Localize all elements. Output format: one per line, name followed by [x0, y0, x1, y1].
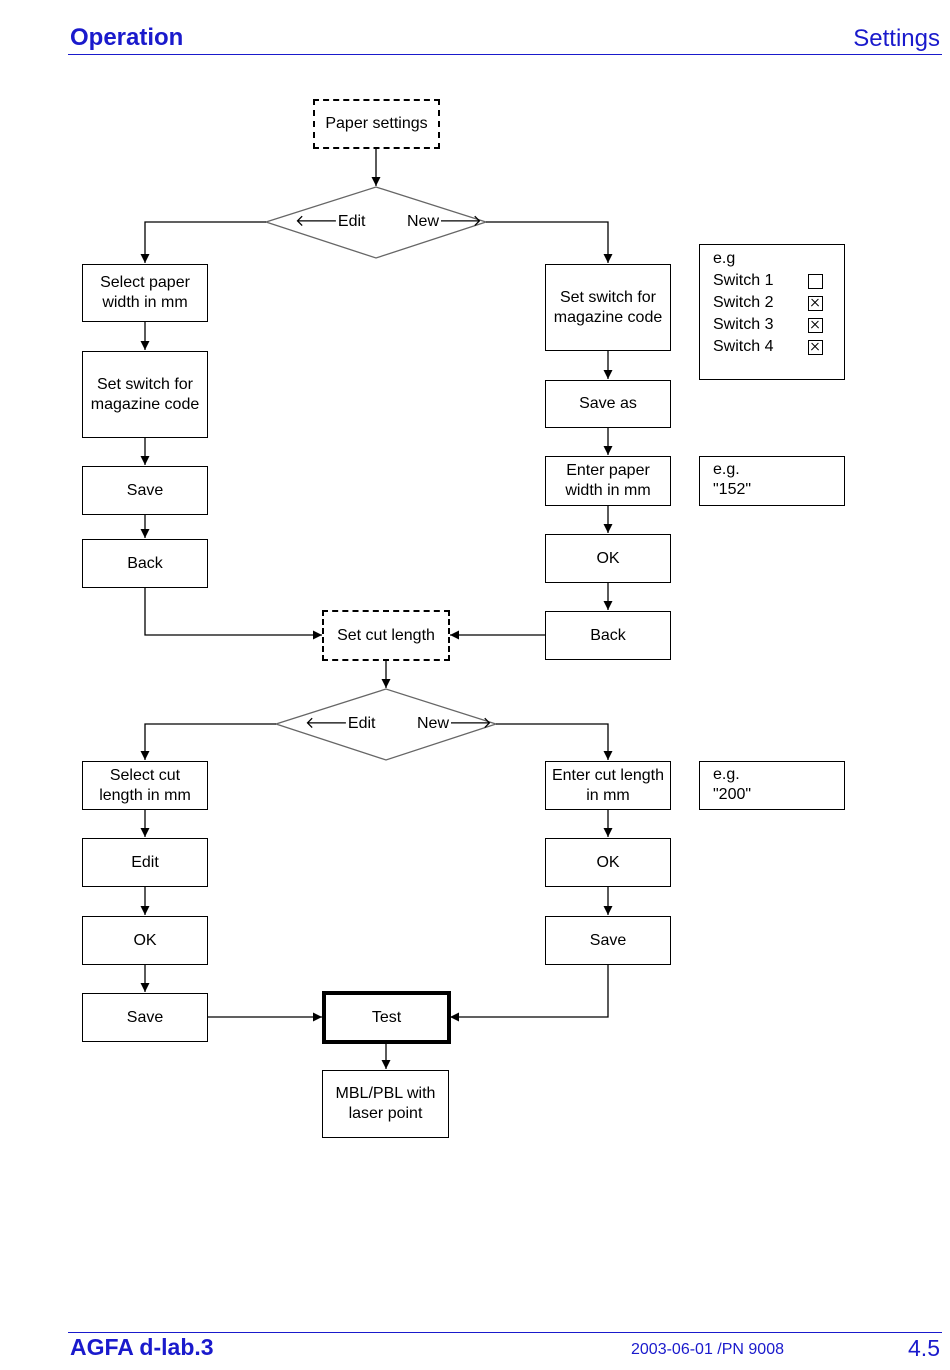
back-step-left: Back: [82, 539, 208, 588]
arrow-right-icon: 🡒: [439, 213, 482, 230]
topic-title: Settings: [853, 25, 940, 52]
decision2-new-label: New🡒: [417, 715, 492, 732]
arrow-left-icon: 🡐: [305, 715, 348, 732]
decision1-new-label: New🡒: [407, 213, 482, 230]
save-step-left: Save: [82, 466, 208, 515]
test-step: Test: [322, 991, 451, 1044]
select-cut-length-step: Select cut length in mm: [82, 761, 208, 810]
width-example-note: e.g. "152": [699, 456, 845, 506]
switch-row: Switch 1: [713, 270, 831, 292]
checkbox-empty-icon: [808, 273, 823, 289]
save-step-left-2: Save: [82, 993, 208, 1042]
checkbox-checked-icon: [808, 317, 823, 333]
mbl-pbl-step: MBL/PBL with laser point: [322, 1070, 449, 1138]
switch-example-title: e.g: [713, 250, 736, 267]
arrow-left-icon: 🡐: [295, 213, 338, 230]
back-step-right: Back: [545, 611, 671, 660]
enter-cut-length-step: Enter cut length in mm: [545, 761, 671, 810]
paper-settings-step: Paper settings: [313, 99, 440, 149]
save-step-right-2: Save: [545, 916, 671, 965]
checkbox-checked-icon: [808, 295, 823, 311]
set-cut-length-step: Set cut length: [322, 610, 450, 661]
switch-row: Switch 2: [713, 292, 831, 314]
footer-rule: [68, 1332, 942, 1333]
switch-row: Switch 3: [713, 314, 831, 336]
product-name: AGFA d-lab.3: [70, 1334, 214, 1360]
switch-row: Switch 4: [713, 336, 831, 358]
save-as-step: Save as: [545, 380, 671, 428]
ok-step-right-2: OK: [545, 838, 671, 887]
select-paper-width-step: Select paper width in mm: [82, 264, 208, 322]
page-number: 4.5: [908, 1335, 940, 1361]
edit-step: Edit: [82, 838, 208, 887]
decision1-edit-label: 🡐Edit: [295, 213, 366, 230]
ok-step-left: OK: [82, 916, 208, 965]
ok-step-right: OK: [545, 534, 671, 583]
enter-paper-width-step: Enter paper width in mm: [545, 456, 671, 506]
header-rule: [68, 54, 942, 55]
decision2-edit-label: 🡐Edit: [305, 715, 376, 732]
switch-example-note: e.g Switch 1 Switch 2 Switch 3 Switch 4: [699, 244, 845, 380]
set-switch-magazine-step-left: Set switch for magazine code: [82, 351, 208, 438]
cut-example-note: e.g. "200": [699, 761, 845, 810]
set-switch-magazine-step-right: Set switch for magazine code: [545, 264, 671, 351]
arrow-right-icon: 🡒: [449, 715, 492, 732]
checkbox-checked-icon: [808, 339, 823, 355]
document-reference: 2003-06-01 /PN 9008: [631, 1341, 784, 1358]
section-title: Operation: [70, 24, 184, 51]
